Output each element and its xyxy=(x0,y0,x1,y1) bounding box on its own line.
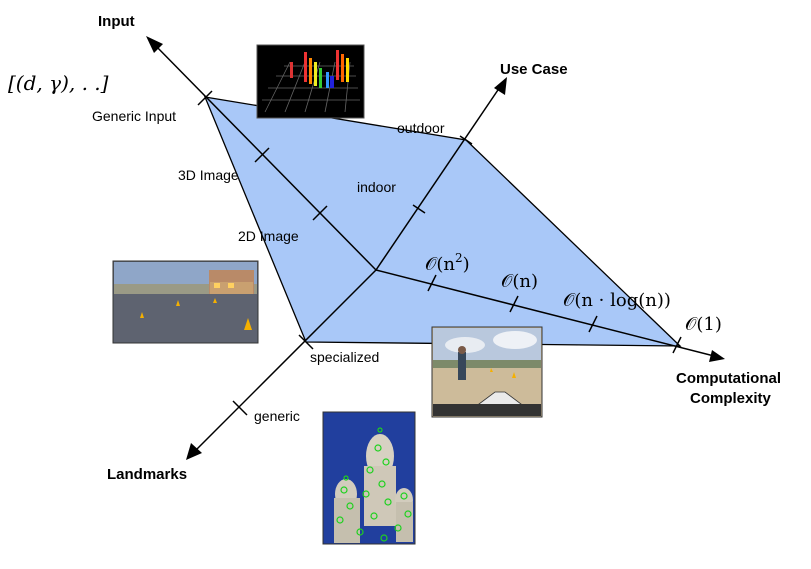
complexity-axis xyxy=(375,269,719,358)
3d-image-label: 3D Image xyxy=(178,167,239,183)
tick-o-n xyxy=(509,295,519,313)
o-n-label: 𝒪(n) xyxy=(501,271,538,292)
tick-o-n2 xyxy=(427,274,437,292)
generic-label: generic xyxy=(254,408,300,424)
computational-label-line1: Computational xyxy=(676,370,781,387)
input-axis-label: Input xyxy=(98,13,135,30)
tick-o-1 xyxy=(672,336,682,354)
tick-generic xyxy=(232,400,248,416)
use-case-axis xyxy=(375,83,503,271)
computational-label-line2: Complexity xyxy=(690,390,772,407)
thumbnail-robot-scene xyxy=(431,326,543,418)
use-case-axis-label: Use Case xyxy=(500,61,568,78)
configuration-plane xyxy=(203,96,682,347)
o-n-squared-label: 𝒪(n2) xyxy=(425,251,470,275)
tick-2d-image xyxy=(312,205,328,221)
thumbnail-outdoor-parking-lot xyxy=(112,260,259,344)
thumbnail-3d-pointcloud xyxy=(256,44,365,119)
indoor-label: indoor xyxy=(357,179,396,195)
tick-o-nlogn xyxy=(588,315,598,333)
generic-input-label: Generic Input xyxy=(92,108,176,124)
use-case-arrowhead xyxy=(494,77,507,95)
landmarks-arrowhead xyxy=(186,443,202,460)
o-n-log-n-label: 𝒪(n · log(n)) xyxy=(563,290,671,311)
tick-indoor xyxy=(412,204,426,214)
specialized-label: specialized xyxy=(310,349,379,365)
2d-image-label: 2D Image xyxy=(238,228,299,244)
tick-generic-input xyxy=(197,90,213,106)
input-notation: [(d, γ), . .] xyxy=(8,71,109,95)
tick-specialized xyxy=(298,334,314,350)
input-axis xyxy=(151,41,377,271)
landmarks-axis xyxy=(191,269,377,455)
outdoor-label: outdoor xyxy=(397,120,445,136)
o-1-label: 𝒪(1) xyxy=(685,314,722,335)
complexity-arrowhead xyxy=(709,350,725,362)
input-arrowhead xyxy=(146,36,163,53)
landmarks-axis-label: Landmarks xyxy=(107,466,187,483)
tick-3d-image xyxy=(254,147,270,163)
thumbnail-landmark-features xyxy=(322,411,416,545)
tick-outdoor xyxy=(459,135,473,145)
